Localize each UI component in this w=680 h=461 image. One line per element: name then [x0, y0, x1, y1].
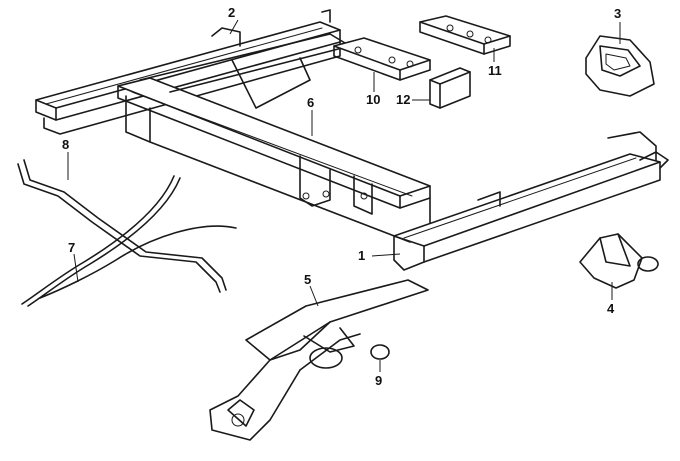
- part-10-bracket: [333, 37, 431, 81]
- callout-9: 9: [375, 373, 382, 388]
- callout-11: 11: [488, 63, 502, 78]
- part-3-mount: [585, 35, 655, 97]
- callout-6: 6: [307, 95, 314, 110]
- callout-2: 2: [228, 5, 235, 20]
- part-5-subframe-arm: [209, 279, 429, 441]
- callout-3: 3: [614, 6, 621, 21]
- callout-1: 1: [358, 248, 365, 263]
- callout-8: 8: [62, 137, 69, 152]
- callout-12: 12: [396, 92, 410, 107]
- callout-7: 7: [68, 240, 75, 255]
- leader-lines: [67, 19, 621, 372]
- part-12-small-bracket: [429, 67, 471, 109]
- callout-5: 5: [304, 272, 311, 287]
- part-1-side-rail: [393, 131, 669, 271]
- part-11-plate: [419, 15, 511, 55]
- part-9-plug: [370, 344, 390, 360]
- part-7-8-cables: [17, 159, 237, 307]
- callout-10: 10: [366, 92, 380, 107]
- part-4-bracket: [579, 233, 659, 289]
- part-2-upper-rail: [35, 9, 341, 135]
- callout-4: 4: [607, 301, 615, 316]
